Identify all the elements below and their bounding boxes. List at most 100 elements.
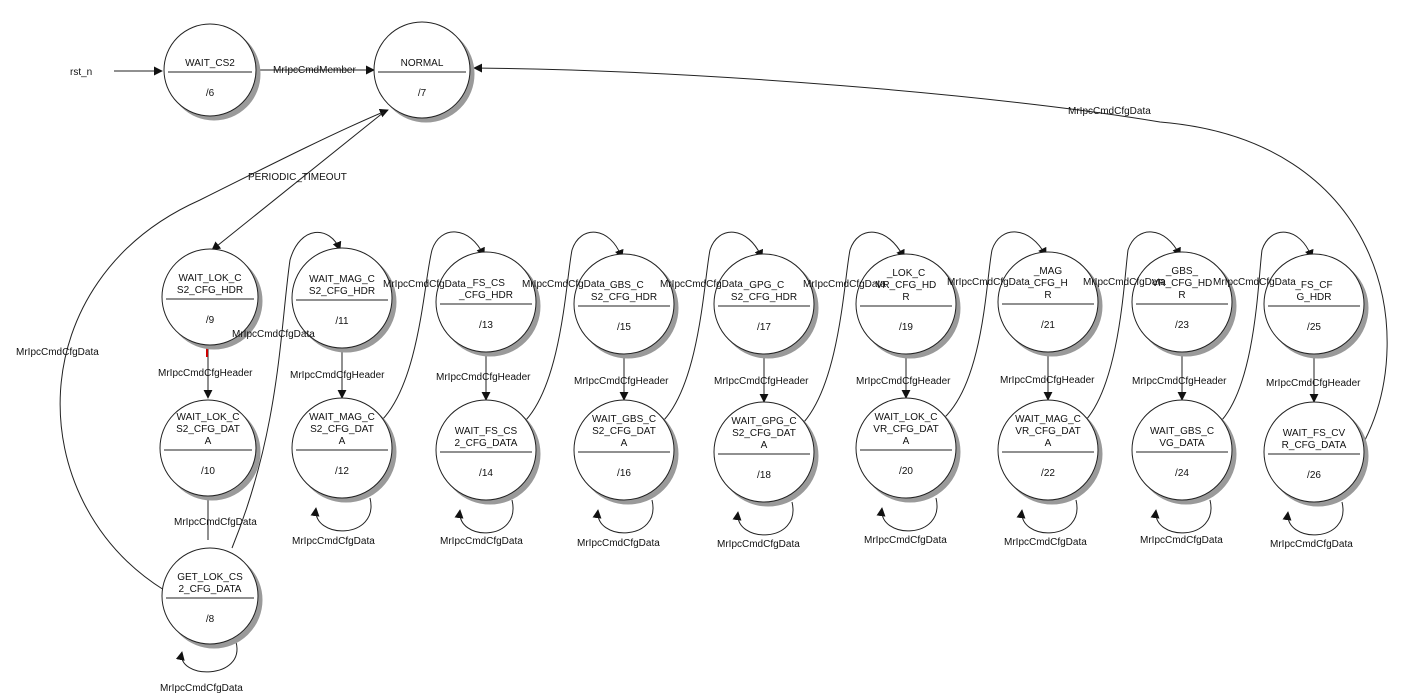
state-node-8[interactable]: GET_LOK_CS2_CFG_DATA/8 bbox=[161, 547, 263, 649]
label-22-23: MrIpcCmdCfgData bbox=[1083, 277, 1166, 288]
state-name-line: G_HDR bbox=[1296, 292, 1331, 303]
label-12-self: MrIpcCmdCfgData bbox=[292, 536, 375, 547]
label-26-7: MrIpcCmdCfgData bbox=[1068, 106, 1151, 117]
state-id: /7 bbox=[418, 88, 427, 99]
state-id: /15 bbox=[617, 322, 631, 333]
edge-24-25 bbox=[1221, 231, 1314, 421]
edge-12-self bbox=[310, 497, 372, 532]
edge-8-7 bbox=[59, 108, 389, 591]
reset-label: rst_n bbox=[70, 67, 92, 78]
state-name-line: WAIT_LOK_C bbox=[177, 412, 240, 423]
state-node-6[interactable]: WAIT_CS2/6 bbox=[163, 23, 261, 121]
state-name-line: VR_CFG_DAT bbox=[1015, 426, 1080, 437]
nodes-layer: WAIT_CS2/6 NORMAL/7WAIT_LOK_CS2_CFG_HDR/9… bbox=[159, 21, 1369, 649]
state-name-line: _GBS_ bbox=[1165, 266, 1199, 277]
state-name-line: NORMAL bbox=[401, 58, 444, 69]
state-node-22[interactable]: WAIT_MAG_CVR_CFG_DATA/22 bbox=[997, 399, 1103, 505]
state-node-26[interactable]: WAIT_FS_CVR_CFG_DATA/26 bbox=[1263, 401, 1369, 507]
state-name-line: WAIT_LOK_C bbox=[179, 273, 242, 284]
label-12-13: MrIpcCmdCfgData bbox=[383, 279, 466, 290]
label-13-14: MrIpcCmdCfgHeader bbox=[436, 372, 531, 383]
state-node-16[interactable]: WAIT_GBS_CS2_CFG_DATA/16 bbox=[573, 399, 679, 505]
state-name-line: _LOK_C bbox=[886, 268, 925, 279]
state-name-line: WAIT_FS_CS bbox=[455, 426, 518, 437]
state-name-line: _CFG_H bbox=[1027, 278, 1067, 289]
state-id: /25 bbox=[1307, 322, 1321, 333]
state-node-25[interactable]: _FS_CFG_HDR/25 bbox=[1263, 253, 1369, 359]
state-node-13[interactable]: _FS_CS_CFG_HDR/13 bbox=[435, 251, 541, 357]
state-node-17[interactable]: _GPG_CS2_CFG_HDR/17 bbox=[713, 253, 819, 359]
state-circle bbox=[573, 253, 675, 355]
state-name-line: WAIT_GBS_C bbox=[592, 414, 656, 425]
state-name-line: WAIT_MAG_C bbox=[309, 412, 375, 423]
state-name-line: VR_CFG_HD bbox=[876, 280, 937, 291]
state-node-10[interactable]: WAIT_LOK_CS2_CFG_DATA/10 bbox=[159, 399, 261, 501]
state-circle bbox=[291, 247, 393, 349]
edge-26-self bbox=[1282, 501, 1344, 536]
state-name-line: R bbox=[1044, 290, 1051, 301]
state-id: /26 bbox=[1307, 470, 1321, 481]
state-circle bbox=[855, 253, 957, 355]
state-name-line: _GBS_C bbox=[603, 280, 643, 291]
edge-20-21 bbox=[943, 231, 1047, 419]
state-node-24[interactable]: WAIT_GBS_CVG_DATA/24 bbox=[1131, 399, 1237, 505]
state-name-line: WAIT_CS2 bbox=[185, 58, 235, 69]
state-node-12[interactable]: WAIT_MAG_CS2_CFG_DATA/12 bbox=[291, 397, 397, 503]
state-name-line: A bbox=[903, 436, 910, 447]
state-circle bbox=[997, 399, 1099, 501]
state-node-23[interactable]: _GBS_VR_CFG_HDR/23 bbox=[1131, 251, 1237, 357]
label-19-20: MrIpcCmdCfgHeader bbox=[856, 376, 951, 387]
state-id: /22 bbox=[1041, 468, 1055, 479]
label-16-17: MrIpcCmdCfgData bbox=[660, 279, 743, 290]
state-name-line: VR_CFG_DAT bbox=[873, 424, 938, 435]
label-26-self: MrIpcCmdCfgData bbox=[1270, 539, 1353, 550]
edge-12-13 bbox=[381, 231, 485, 421]
state-name-line: _GPG_C bbox=[743, 280, 785, 291]
state-name-line: S2_CFG_DAT bbox=[592, 426, 656, 437]
state-name-line: A bbox=[621, 438, 628, 449]
state-node-21[interactable]: _MAG_CFG_HR/21 bbox=[997, 251, 1103, 357]
state-name-line: _MAG bbox=[1033, 266, 1063, 277]
state-circle bbox=[435, 399, 537, 501]
state-name-line: S2_CFG_HDR bbox=[591, 292, 657, 303]
state-circle bbox=[1131, 399, 1233, 501]
state-circle bbox=[855, 397, 957, 499]
label-20-self: MrIpcCmdCfgData bbox=[864, 535, 947, 546]
edge-26-7 bbox=[473, 63, 1388, 441]
state-id: /18 bbox=[757, 470, 771, 481]
state-circle bbox=[713, 401, 815, 503]
state-node-19[interactable]: _LOK_CVR_CFG_HDR/19 bbox=[855, 253, 961, 359]
state-circle bbox=[1263, 401, 1365, 503]
label-14-15: MrIpcCmdCfgData bbox=[522, 279, 605, 290]
state-name-line: 2_CFG_DATA bbox=[455, 438, 518, 449]
state-circle bbox=[997, 251, 1099, 353]
state-circle bbox=[373, 21, 471, 119]
edge-8-11 bbox=[231, 232, 342, 549]
label-17-18: MrIpcCmdCfgHeader bbox=[714, 376, 809, 387]
state-id: /10 bbox=[201, 466, 215, 477]
state-circle bbox=[163, 23, 257, 117]
state-name-line: WAIT_MAG_C bbox=[1015, 414, 1081, 425]
state-id: /11 bbox=[335, 316, 349, 327]
state-name-line: S2_CFG_HDR bbox=[309, 286, 375, 297]
state-node-9[interactable]: WAIT_LOK_CS2_CFG_HDR/9 bbox=[161, 248, 263, 350]
state-node-20[interactable]: WAIT_LOK_CVR_CFG_DATA/20 bbox=[855, 397, 961, 503]
state-id: /13 bbox=[479, 320, 493, 331]
state-node-15[interactable]: _GBS_CS2_CFG_HDR/15 bbox=[573, 253, 679, 359]
edge-16-17 bbox=[663, 231, 763, 421]
label-24-self: MrIpcCmdCfgData bbox=[1140, 535, 1223, 546]
state-node-11[interactable]: WAIT_MAG_CS2_CFG_HDR/11 bbox=[291, 247, 397, 353]
edge-8-self bbox=[175, 641, 238, 673]
label-21-22: MrIpcCmdCfgHeader bbox=[1000, 375, 1095, 386]
label-25-26: MrIpcCmdCfgHeader bbox=[1266, 378, 1361, 389]
state-node-14[interactable]: WAIT_FS_CS2_CFG_DATA/14 bbox=[435, 399, 541, 505]
state-name-line: R bbox=[902, 292, 909, 303]
state-name-line: WAIT_LOK_C bbox=[875, 412, 938, 423]
state-node-18[interactable]: WAIT_GPG_CS2_CFG_DATA/18 bbox=[713, 401, 819, 507]
state-circle bbox=[573, 399, 675, 501]
state-name-line: _FS_CS bbox=[466, 278, 505, 289]
state-id: /24 bbox=[1175, 468, 1189, 479]
state-node-7[interactable]: NORMAL/7 bbox=[373, 21, 475, 123]
label-periodic-timeout: PERIODIC_TIMEOUT bbox=[248, 172, 347, 183]
